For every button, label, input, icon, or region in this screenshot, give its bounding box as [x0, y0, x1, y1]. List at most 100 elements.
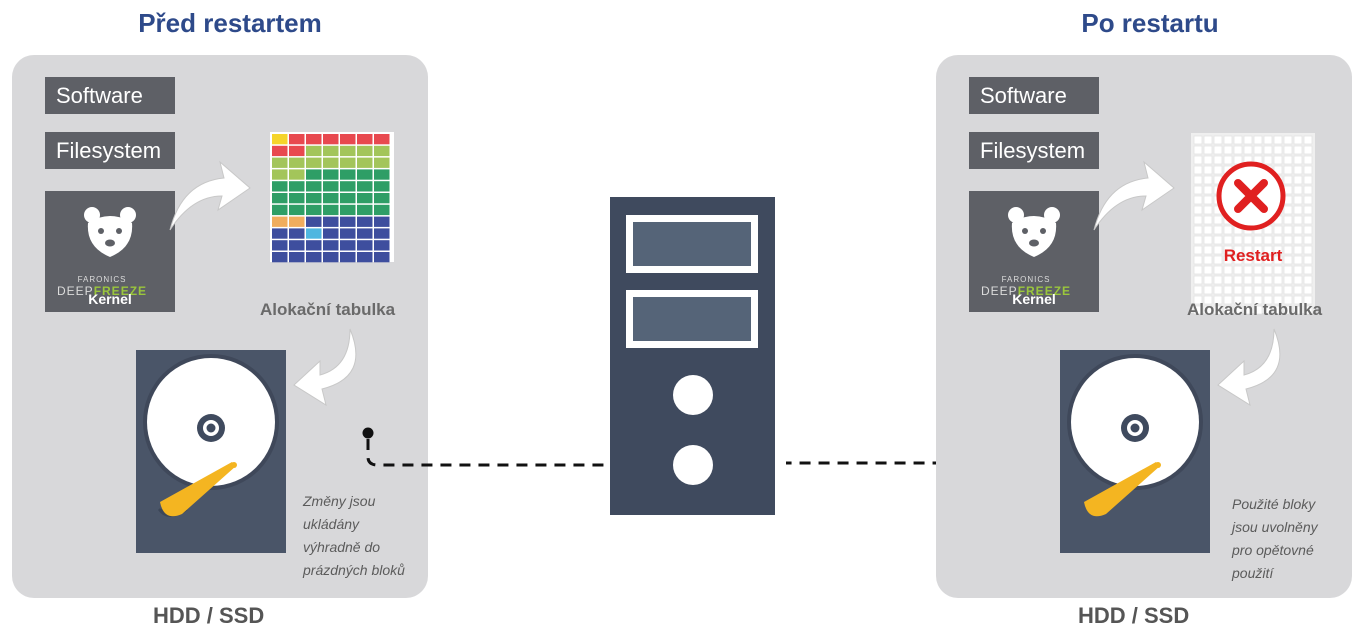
empty-block	[1303, 285, 1313, 295]
empty-block	[1273, 255, 1283, 265]
empty-block	[1263, 285, 1273, 295]
empty-block	[1293, 265, 1303, 275]
empty-block	[1303, 275, 1313, 285]
allocation-block	[306, 228, 322, 239]
allocation-block	[289, 157, 305, 168]
server-icon	[610, 197, 775, 515]
empty-block	[1273, 265, 1283, 275]
empty-block	[1283, 305, 1293, 315]
allocation-block	[289, 252, 305, 263]
empty-block	[1263, 145, 1273, 155]
empty-block	[1233, 285, 1243, 295]
allocation-block	[357, 240, 373, 251]
allocation-block	[340, 134, 356, 145]
empty-block	[1253, 245, 1263, 255]
right-note: Použité bloky jsou uvolněny pro opětovné…	[1232, 496, 1318, 581]
connector-line-left	[362, 427, 610, 467]
allocation-table-caption: Alokační tabulka	[260, 300, 396, 319]
empty-block	[1223, 225, 1233, 235]
empty-block	[1203, 225, 1213, 235]
restart-label: Restart	[1223, 246, 1283, 265]
empty-block	[1203, 195, 1213, 205]
allocation-block	[306, 169, 322, 180]
empty-block	[1303, 165, 1313, 175]
empty-block	[1263, 245, 1273, 255]
empty-block	[1243, 305, 1253, 315]
empty-block	[1243, 145, 1253, 155]
empty-block	[1193, 265, 1203, 275]
allocation-block	[340, 228, 356, 239]
allocation-block	[272, 204, 288, 216]
empty-block	[1283, 285, 1293, 295]
empty-block	[1213, 305, 1223, 315]
empty-block	[1293, 215, 1303, 225]
empty-block	[1203, 245, 1213, 255]
allocation-block	[357, 134, 373, 145]
empty-block	[1193, 275, 1203, 285]
allocation-block	[340, 169, 356, 180]
empty-block	[1273, 295, 1283, 305]
empty-block	[1293, 295, 1303, 305]
empty-block	[1253, 265, 1263, 275]
empty-block	[1193, 185, 1203, 195]
empty-block	[1253, 255, 1263, 265]
empty-block	[1243, 295, 1253, 305]
empty-block	[1223, 235, 1233, 245]
empty-block	[1193, 295, 1203, 305]
empty-block	[1193, 195, 1203, 205]
allocation-block	[357, 204, 373, 216]
empty-block	[1283, 145, 1293, 155]
empty-block	[1293, 205, 1303, 215]
deepfreeze-logo: FARONICS DEEPFREEZE	[981, 275, 1072, 298]
allocation-block	[306, 204, 322, 216]
empty-block	[1213, 165, 1223, 175]
allocation-block	[306, 216, 322, 227]
empty-block	[1293, 225, 1303, 235]
empty-block	[1293, 305, 1303, 315]
left-note: Změny jsou ukládány výhradně do prázdnýc…	[303, 493, 405, 578]
empty-block	[1283, 155, 1293, 165]
allocation-block	[374, 216, 390, 227]
empty-block	[1203, 265, 1213, 275]
empty-block	[1213, 285, 1223, 295]
empty-block	[1203, 305, 1213, 315]
empty-block	[1233, 295, 1243, 305]
kernel-box: FARONICS DEEPFREEZE Kernel	[969, 191, 1099, 312]
empty-block	[1273, 165, 1283, 175]
right-panel: Software Filesystem FARONICS DEEPFREEZE …	[936, 55, 1352, 598]
empty-block	[1243, 285, 1253, 295]
allocation-block	[374, 181, 390, 192]
empty-block	[1303, 235, 1313, 245]
empty-block	[1193, 255, 1203, 265]
hard-disk-icon	[136, 350, 286, 553]
empty-block	[1283, 275, 1293, 285]
allocation-block	[374, 228, 390, 239]
empty-block	[1293, 135, 1303, 145]
empty-block	[1273, 135, 1283, 145]
empty-block	[1233, 305, 1243, 315]
curved-arrow-icon	[1093, 160, 1175, 231]
allocation-block	[306, 145, 322, 157]
allocation-block	[357, 228, 373, 239]
empty-block	[1223, 245, 1233, 255]
software-label: Software	[45, 77, 175, 114]
empty-block	[1293, 255, 1303, 265]
allocation-block	[272, 193, 288, 204]
empty-block	[1203, 275, 1213, 285]
allocation-block	[357, 216, 373, 227]
empty-block	[1233, 235, 1243, 245]
empty-block	[1263, 275, 1273, 285]
allocation-block	[306, 157, 322, 168]
empty-block	[1243, 265, 1253, 275]
empty-block	[1283, 235, 1293, 245]
kernel-label: Kernel	[1012, 291, 1056, 307]
curved-arrow-icon	[293, 328, 357, 407]
empty-block	[1213, 235, 1223, 245]
allocation-block	[323, 228, 339, 239]
allocation-block	[340, 145, 356, 157]
allocation-block	[289, 169, 305, 180]
allocation-block	[374, 252, 390, 263]
empty-block	[1193, 155, 1203, 165]
empty-block	[1233, 275, 1243, 285]
empty-block	[1243, 135, 1253, 145]
